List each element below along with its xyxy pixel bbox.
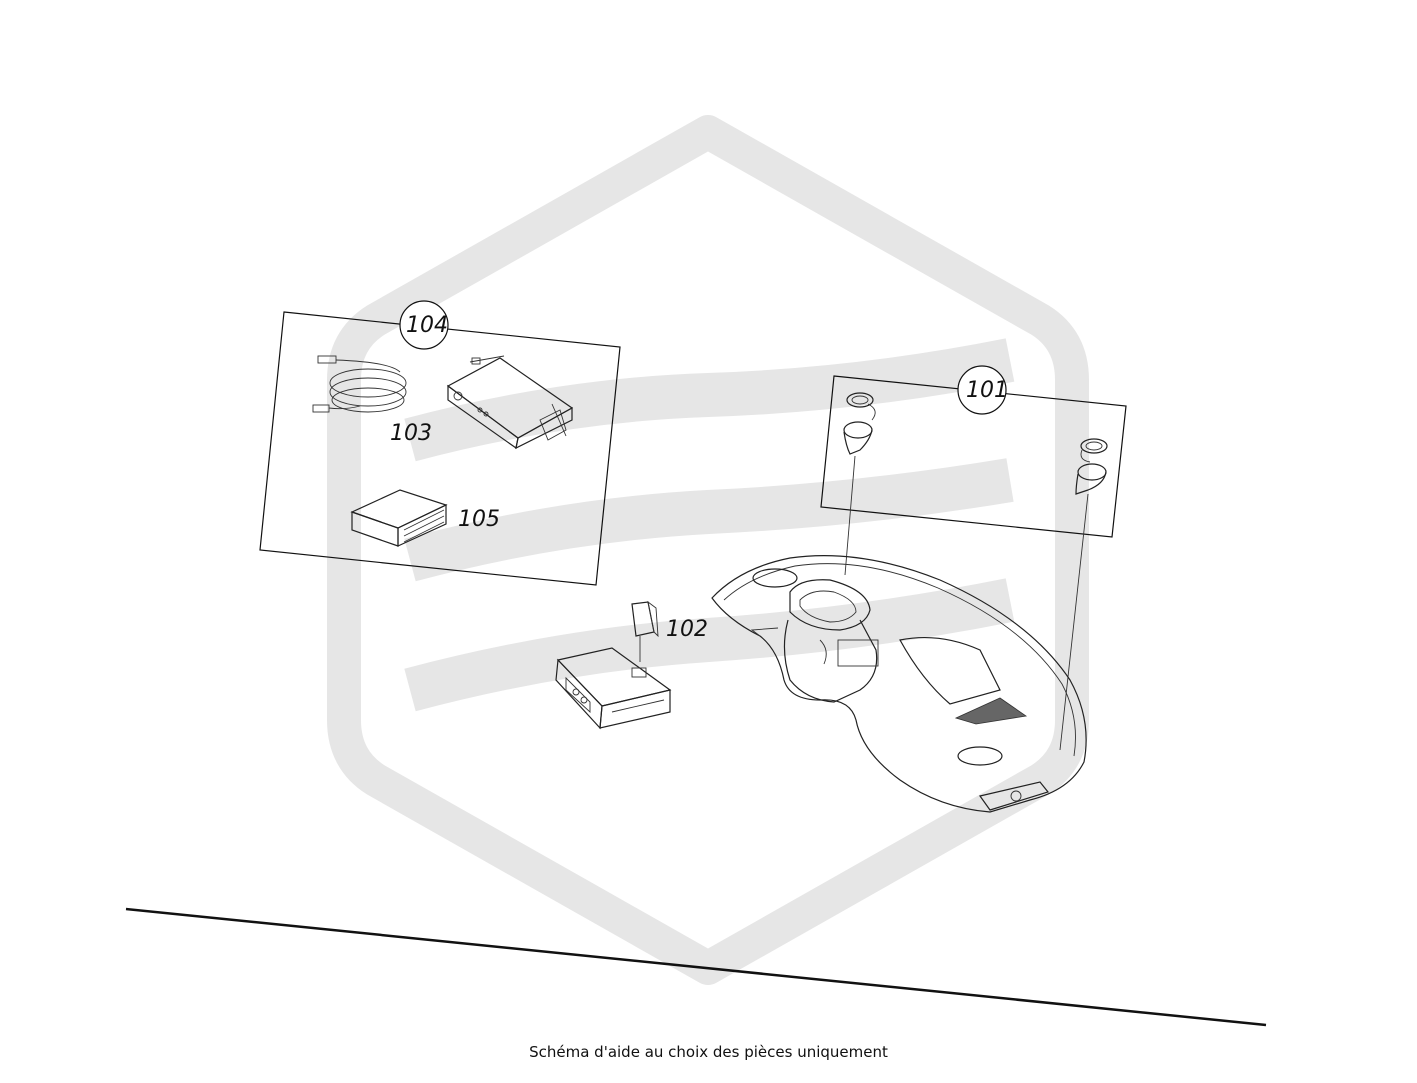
- antenna-cable-103: 103: [312, 355, 432, 446]
- dashboard-assembly: [711, 555, 1087, 813]
- callout-104: 104: [406, 313, 448, 338]
- callout-103: 103: [390, 421, 432, 446]
- watermark-logo: [327, 115, 1089, 985]
- callout-101: 101: [966, 378, 1008, 403]
- radio-module-102: 102: [631, 600, 708, 662]
- radio-unit-104: [446, 355, 574, 450]
- car-radio-102: [555, 647, 672, 730]
- diagram-caption: Schéma d'aide au choix des pièces unique…: [529, 1043, 888, 1061]
- callout-105: 105: [458, 507, 500, 532]
- group-104-box: 104: [259, 300, 621, 586]
- tweeter-speaker-right: [1059, 438, 1108, 751]
- tweeter-speaker-left: [843, 392, 876, 576]
- callout-102: 102: [666, 617, 708, 642]
- cd-changer-105: 105: [350, 489, 500, 547]
- group-101-box: 101: [820, 365, 1127, 538]
- separator-line: [125, 907, 1267, 1027]
